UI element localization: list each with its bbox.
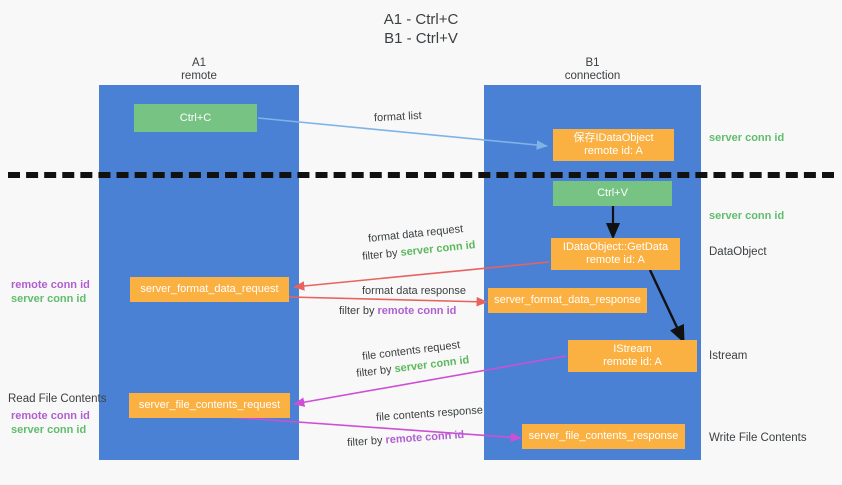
node-server-format-data-request[interactable]: server_format_data_request bbox=[130, 277, 289, 302]
filter-key-remote-conn-id: remote conn id bbox=[377, 305, 457, 317]
filter-key-server-conn-id: server conn id bbox=[399, 239, 476, 259]
node-ctrl-v-label: Ctrl+V bbox=[597, 187, 628, 199]
annotation-remote-conn-id-1: remote conn id bbox=[11, 279, 90, 293]
annotation-server-conn-id-1-text: server conn id bbox=[11, 292, 87, 305]
node-ctrl-c-label: Ctrl+C bbox=[179, 111, 212, 124]
annotation-server-conn-id-top: server conn id bbox=[709, 132, 784, 146]
edge-label-file-contents-response-text: file contents response bbox=[375, 404, 484, 424]
annotation-conn-ids-upper: remote conn id server conn id bbox=[11, 279, 90, 306]
edge-label-format-data-response: format data response bbox=[362, 285, 466, 298]
node-server-file-contents-request-label: server_file_contents_request bbox=[138, 399, 281, 411]
node-istream-line1: IStream bbox=[613, 343, 652, 355]
annotation-server-conn-id-2-text: server conn id bbox=[11, 423, 87, 436]
annotation-write-file-contents-text: Write File Contents bbox=[709, 432, 807, 444]
node-ctrl-v[interactable]: Ctrl+V bbox=[553, 181, 672, 206]
annotation-server-conn-id-2: server conn id bbox=[11, 424, 90, 438]
annotation-istream-text: Istream bbox=[709, 350, 748, 362]
annotation-read-file-contents-text: Read File Contents bbox=[8, 393, 107, 405]
annotation-server-conn-id-second-text: server conn id bbox=[709, 210, 785, 222]
node-ctrl-c[interactable]: Ctrl+C bbox=[134, 104, 257, 132]
filter-prefix: filter by bbox=[361, 246, 402, 263]
annotation-istream: Istream bbox=[709, 349, 747, 363]
node-istream[interactable]: IStream remote id: A bbox=[568, 340, 697, 372]
node-server-file-contents-request[interactable]: server_file_contents_request bbox=[129, 393, 290, 418]
column-header-b1: B1 connection bbox=[484, 57, 701, 83]
edge-label-file-contents-response: file contents response bbox=[376, 404, 484, 424]
edge-label-format-data-response-filter: filter by remote conn id bbox=[339, 305, 456, 318]
edge-label-format-list: format list bbox=[374, 110, 422, 125]
page-title: A1 - Ctrl+C B1 - Ctrl+V bbox=[383, 11, 459, 47]
node-getdata-line2: remote id: A bbox=[586, 254, 645, 266]
node-server-file-contents-response[interactable]: server_file_contents_response bbox=[522, 424, 685, 449]
column-header-b1-role: connection bbox=[564, 70, 621, 82]
node-getdata-line1: IDataObject::GetData bbox=[562, 241, 669, 253]
annotation-remote-conn-id-2-text: remote conn id bbox=[11, 410, 90, 422]
node-idataobject-line2: remote id: A bbox=[584, 145, 643, 157]
node-idataobject[interactable]: 保存IDataObject remote id: A bbox=[553, 129, 674, 161]
annotation-remote-conn-id-2: remote conn id bbox=[11, 410, 90, 424]
edge-label-format-list-text: format list bbox=[373, 109, 422, 125]
node-server-format-data-response-label: server_format_data_response bbox=[494, 294, 641, 306]
annotation-server-conn-id-1: server conn id bbox=[11, 293, 90, 307]
section-divider bbox=[8, 172, 834, 178]
annotation-read-file-contents: Read File Contents bbox=[8, 392, 106, 406]
column-header-b1-name: B1 bbox=[585, 57, 600, 69]
annotation-remote-conn-id-1-text: remote conn id bbox=[11, 279, 90, 291]
edge-label-file-contents-response-filter: filter by remote conn id bbox=[347, 429, 465, 450]
annotation-dataobject: DataObject bbox=[709, 245, 767, 259]
column-header-a1-name: A1 bbox=[191, 57, 207, 69]
node-server-format-data-response[interactable]: server_format_data_response bbox=[488, 288, 647, 313]
column-header-a1-role: remote bbox=[181, 70, 217, 82]
annotation-server-conn-id-top-text: server conn id bbox=[709, 132, 785, 144]
annotation-dataobject-text: DataObject bbox=[709, 246, 767, 258]
annotation-server-conn-id-second: server conn id bbox=[709, 210, 784, 224]
column-header-a1: A1 remote bbox=[99, 57, 299, 83]
node-server-format-data-request-label: server_format_data_request bbox=[140, 283, 279, 295]
node-idataobject-line1: 保存IDataObject bbox=[573, 132, 654, 144]
filter-prefix: filter by bbox=[339, 305, 378, 317]
filter-key-remote-conn-id: remote conn id bbox=[385, 428, 465, 447]
node-idataobject-getdata[interactable]: IDataObject::GetData remote id: A bbox=[551, 238, 680, 270]
filter-prefix: filter by bbox=[346, 434, 386, 450]
filter-prefix: filter by bbox=[355, 363, 396, 380]
node-server-file-contents-response-label: server_file_contents_response bbox=[528, 430, 679, 442]
edge-label-format-data-response-text: format data response bbox=[362, 285, 466, 297]
annotation-write-file-contents: Write File Contents bbox=[709, 431, 807, 445]
annotation-conn-ids-lower: remote conn id server conn id bbox=[11, 410, 90, 437]
node-istream-line2: remote id: A bbox=[603, 356, 662, 368]
